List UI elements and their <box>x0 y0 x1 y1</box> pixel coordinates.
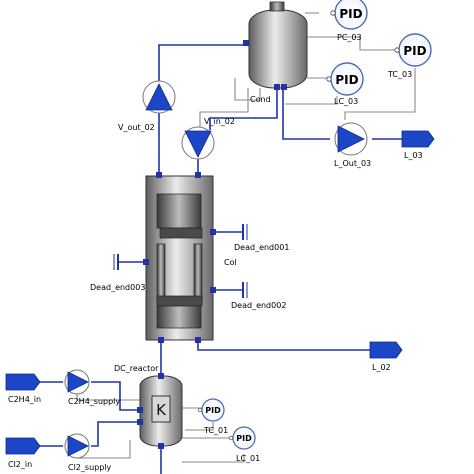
label-l-out-03: L_Out_03 <box>334 159 371 168</box>
label-c2h4-supply: C2H4_supply <box>68 397 120 406</box>
label-l03: L_03 <box>404 151 423 160</box>
signal-lc03-return <box>285 96 338 105</box>
reactor-mark: K <box>156 401 167 419</box>
pid-tc03[interactable]: PID TC_03 <box>387 33 432 79</box>
label-cond: Cond <box>250 95 271 104</box>
pipe-vout-cond <box>158 44 250 84</box>
source-c2h4-in[interactable]: C2H4_in <box>5 373 41 404</box>
pump-c2h4-supply[interactable]: C2H4_supply <box>64 369 120 406</box>
dead-end002[interactable]: Dead_end002 <box>231 282 286 310</box>
dead-end003[interactable]: Dead_end003 <box>90 254 145 292</box>
pid-pc03-text: PID <box>339 7 362 21</box>
condenser[interactable]: Cond <box>243 1 308 104</box>
process-pipes <box>40 44 402 474</box>
label-l02: L_02 <box>372 363 391 372</box>
pipe-c2h4-reactor <box>91 381 140 411</box>
sink-l03[interactable]: L_03 <box>401 130 435 160</box>
label-v-out-02: V_out_02 <box>118 123 155 132</box>
pid-lc01-text: PID <box>236 434 252 443</box>
label-dead-end003: Dead_end003 <box>90 283 145 292</box>
label-lc03: LC_03 <box>334 97 358 106</box>
label-dead-end001: Dead_end001 <box>234 243 289 252</box>
source-cl2-in[interactable]: Cl2_in <box>5 437 41 469</box>
pid-tc03-text: PID <box>403 44 426 58</box>
column[interactable]: Col <box>143 172 237 343</box>
label-col: Col <box>224 258 237 267</box>
pid-tc01-text: PID <box>205 406 221 415</box>
pid-pc03[interactable]: PID PC_03 <box>330 0 368 42</box>
pump-cl2-supply[interactable]: Cl2_supply <box>64 433 112 472</box>
signal-vin02 <box>199 88 249 128</box>
pipe-cl2-reactor <box>91 421 140 447</box>
signal-tc03 <box>307 36 398 51</box>
signal-tc01-down <box>185 422 214 431</box>
pid-lc03[interactable]: PID LC_03 <box>326 62 364 106</box>
pid-lc01[interactable]: PID LC_01 <box>228 426 260 463</box>
pipe-col-l02 <box>197 340 370 351</box>
pid-tc01[interactable]: PID TC_01 <box>197 398 228 435</box>
label-cl2-in: Cl2_in <box>8 460 32 469</box>
dc-reactor[interactable]: K DC_reactor <box>114 364 183 449</box>
label-c2h4-in: C2H4_in <box>8 395 41 404</box>
signal-lc01-down <box>182 454 245 463</box>
pump-v-in-02[interactable]: V_in_02 <box>181 117 235 160</box>
label-dc-reactor: DC_reactor <box>114 364 159 373</box>
label-cl2-supply: Cl2_supply <box>68 463 112 472</box>
signal-lines <box>76 12 416 463</box>
sink-l02[interactable]: L_02 <box>369 341 403 372</box>
pipe-cond-lout <box>282 88 330 140</box>
label-pc03: PC_03 <box>337 33 362 42</box>
pipe-cond-vin <box>209 88 278 130</box>
pump-v-out-02[interactable]: V_out_02 <box>118 80 176 132</box>
signal-tc03-pump <box>344 68 416 120</box>
label-lc01: LC_01 <box>236 454 260 463</box>
label-dead-end002: Dead_end002 <box>231 301 286 310</box>
label-v-in-02: V_in_02 <box>204 117 235 126</box>
pid-lc03-text: PID <box>335 73 358 87</box>
label-tc01: TC_01 <box>203 426 228 435</box>
pump-l-out-03[interactable]: L_Out_03 <box>334 122 371 168</box>
dead-end001[interactable]: Dead_end001 <box>234 224 289 252</box>
label-tc03: TC_03 <box>387 70 412 79</box>
